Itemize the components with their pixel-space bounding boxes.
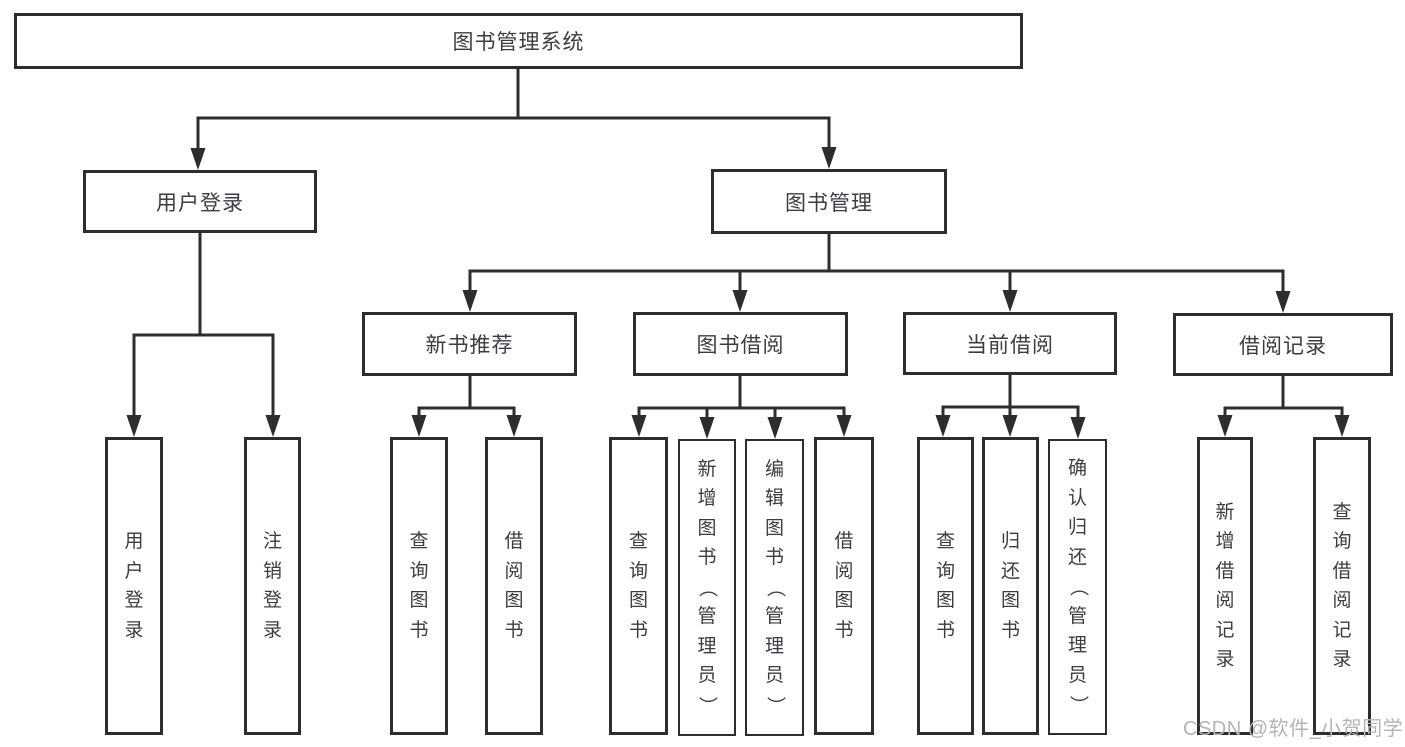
leaf-confirm-return-admin: 确认归还（管理员）: [1048, 439, 1107, 735]
node-borrow-record: 借阅记录: [1173, 313, 1393, 376]
node-book-borrow: 图书借阅: [633, 312, 848, 376]
leaf-query-book-2: 查询图书: [609, 437, 668, 735]
node-book-management: 图书管理: [711, 169, 947, 234]
leaf-return-book: 归还图书: [982, 437, 1039, 735]
watermark: CSDN @软件_小贺同学: [1183, 718, 1404, 740]
node-library-system: 图书管理系统: [14, 13, 1023, 69]
leaf-borrow-book-1: 借阅图书: [485, 437, 543, 735]
leaf-logout: 注销登录: [244, 437, 301, 735]
leaf-add-book-admin: 新增图书（管理员）: [678, 439, 736, 736]
leaf-query-borrow-record: 查询借阅记录: [1313, 437, 1371, 735]
leaf-borrow-book-2: 借阅图书: [814, 437, 874, 735]
leaf-user-login: 用户登录: [105, 437, 163, 735]
node-new-book-recommend: 新书推荐: [362, 312, 577, 376]
leaf-edit-book-admin: 编辑图书（管理员）: [745, 439, 804, 736]
leaf-query-book-1: 查询图书: [390, 437, 448, 735]
leaf-query-book-3: 查询图书: [917, 437, 974, 735]
node-current-borrow: 当前借阅: [903, 312, 1117, 375]
leaf-add-borrow-record: 新增借阅记录: [1197, 437, 1253, 735]
node-user-login: 用户登录: [83, 170, 317, 233]
